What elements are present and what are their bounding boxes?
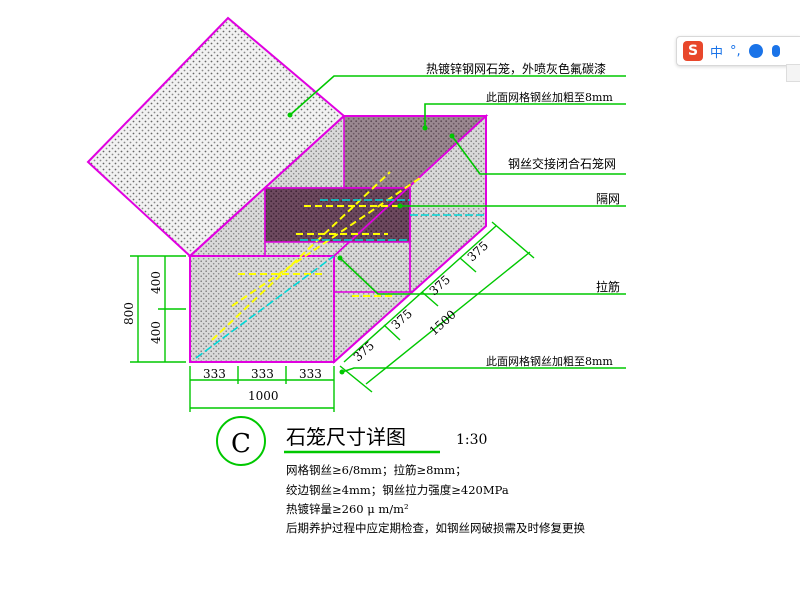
dim-width-seg-2: 333 bbox=[251, 367, 274, 381]
title-text: 石笼尺寸详图 bbox=[286, 425, 406, 449]
dim-height-upper: 400 bbox=[149, 271, 163, 294]
dim-width-seg-1: 333 bbox=[203, 367, 226, 381]
note-line-3: 热镀锌量≥260 μ m/m² bbox=[286, 502, 409, 516]
depth-dimension-lines bbox=[339, 221, 535, 393]
width-dimension-lines bbox=[189, 366, 335, 412]
emoji-icon[interactable] bbox=[748, 44, 763, 58]
note-line-2: 绞边钢丝≥4mm；钢丝拉力强度≥420MPa bbox=[286, 483, 509, 497]
dim-width-total: 1000 bbox=[248, 389, 279, 403]
annotation-tie-bar: 拉筋 bbox=[596, 279, 620, 294]
ime-expand-handle[interactable] bbox=[786, 64, 800, 82]
ime-language-toggle[interactable]: 中 bbox=[710, 45, 724, 61]
title-letter: C bbox=[231, 429, 251, 459]
note-line-4: 后期养护过程中应定期检查，如钢丝网破损需及时修复更换 bbox=[286, 521, 585, 535]
ime-punctuation-toggle[interactable]: °, bbox=[730, 43, 741, 59]
microphone-icon[interactable] bbox=[771, 45, 780, 57]
annotation-top-mesh: 此面网格钢丝加粗至8mm bbox=[486, 90, 613, 104]
annotation-partition: 隔网 bbox=[596, 192, 620, 206]
title-circle bbox=[216, 416, 266, 466]
title-scale: 1:30 bbox=[456, 432, 487, 448]
leader-dots bbox=[287, 112, 455, 375]
ime-logo-icon[interactable]: S bbox=[683, 41, 703, 61]
dim-depth-total: 1500 bbox=[427, 307, 459, 338]
dim-width-seg-3: 333 bbox=[299, 367, 322, 381]
dim-height-total: 800 bbox=[122, 302, 136, 325]
note-line-1: 网格钢丝≥6/8mm；拉筋≥8mm； bbox=[286, 463, 467, 477]
partition-lines bbox=[195, 199, 486, 359]
dim-height-lower: 400 bbox=[149, 321, 163, 344]
height-dimension-lines bbox=[130, 255, 186, 363]
ime-toolbar[interactable]: S 中 °, bbox=[676, 36, 800, 66]
annotation-bottom-mesh: 此面网格钢丝加粗至8mm bbox=[486, 354, 613, 368]
annotation-gabion: 热镀锌钢网石笼，外喷灰色氟碳漆 bbox=[426, 61, 606, 76]
annotation-closed-mesh: 钢丝交接闭合石笼网 bbox=[508, 156, 616, 171]
